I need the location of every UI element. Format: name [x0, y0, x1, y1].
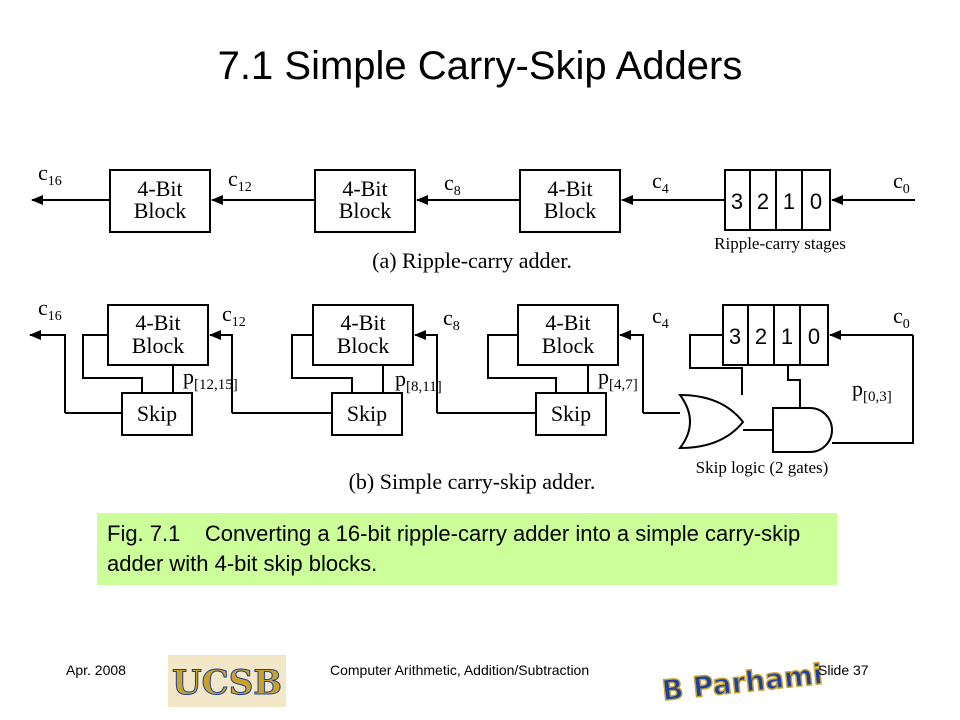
carry-skip-adder — [29, 304, 914, 453]
block-a-3-label1: 4-Bit — [137, 176, 182, 201]
stage-b-1: 1 — [781, 324, 793, 349]
stages-label-a: Ripple-carry stages — [714, 234, 846, 253]
caption-text: Converting a 16-bit ripple-carry adder i… — [107, 521, 801, 576]
carry-c12-a: c12 — [228, 166, 252, 195]
stage-a-0: 0 — [810, 189, 822, 214]
p-8-11: p[8,11] — [395, 366, 442, 395]
carry-c16-a: c16 — [38, 160, 62, 189]
stage-b-3: 3 — [729, 324, 741, 349]
block-b-3-label1: 4-Bit — [135, 310, 180, 335]
skip-logic-label: Skip logic (2 gates) — [696, 458, 829, 477]
wire-c12-b — [209, 330, 233, 413]
block-a-2-label2: Block — [339, 198, 392, 223]
author-logo: B Parhami — [660, 657, 825, 708]
skip-b-2-label: Skip — [347, 401, 387, 426]
stage-a-2: 2 — [757, 189, 769, 214]
block-a-1-label2: Block — [544, 198, 597, 223]
carry-c4-a: c4 — [652, 168, 669, 197]
carry-c16-b: c16 — [38, 295, 62, 324]
block-b-1-label1: 4-Bit — [545, 310, 590, 335]
or-gate — [677, 393, 745, 450]
p-4-7: p[4,7] — [598, 364, 638, 393]
footer-date: Apr. 2008 — [66, 662, 126, 678]
carry-c0-a: c0 — [893, 168, 910, 197]
p-0-3: p[0,3] — [852, 376, 892, 405]
carry-c4-b: c4 — [652, 303, 669, 332]
wire-c16-b — [29, 330, 66, 413]
block-b-2-label2: Block — [337, 333, 390, 358]
carry-c8-b: c8 — [443, 305, 460, 334]
block-b-3-label2: Block — [132, 333, 185, 358]
block-a-2-label1: 4-Bit — [342, 176, 387, 201]
footer-course: Computer Arithmetic, Addition/Subtractio… — [330, 662, 590, 678]
carry-c8-a: c8 — [444, 170, 461, 199]
carry-c0-b: c0 — [893, 303, 910, 332]
slide-title: 7.1 Simple Carry-Skip Adders — [217, 44, 743, 88]
caption-a: (a) Ripple-carry adder. — [372, 248, 572, 273]
block-a-3-label2: Block — [134, 198, 187, 223]
wire-c8-b — [414, 330, 438, 413]
and-gate — [772, 407, 833, 453]
wire-c4-b — [619, 330, 644, 413]
carry-c12-b: c12 — [222, 301, 246, 330]
stage-b-2: 2 — [755, 324, 767, 349]
skip-b-3-label: Skip — [137, 401, 177, 426]
stage-a-3: 3 — [731, 189, 743, 214]
stage-a-1: 1 — [783, 189, 795, 214]
skip-b-1-label: Skip — [551, 401, 591, 426]
block-a-1-label1: 4-Bit — [547, 176, 592, 201]
ucsb-logo-text: UCSB — [172, 663, 282, 703]
p-12-15: p[12,15] — [183, 364, 238, 393]
block-b-2-label1: 4-Bit — [340, 310, 385, 335]
caption-b: (b) Simple carry-skip adder. — [349, 469, 596, 494]
caption-fig-label: Fig. 7.1 — [107, 521, 181, 546]
block-b-1-label2: Block — [542, 333, 595, 358]
stage-b-0: 0 — [808, 324, 820, 349]
ucsb-logo: UCSB — [168, 655, 286, 707]
ripple-carry-adder — [31, 169, 915, 233]
author-logo-text: B Parhami — [660, 658, 824, 708]
footer-slide-number: Slide 37 — [818, 662, 869, 678]
figure-caption: Fig. 7.1 Converting a 16-bit ripple-carr… — [97, 513, 837, 585]
